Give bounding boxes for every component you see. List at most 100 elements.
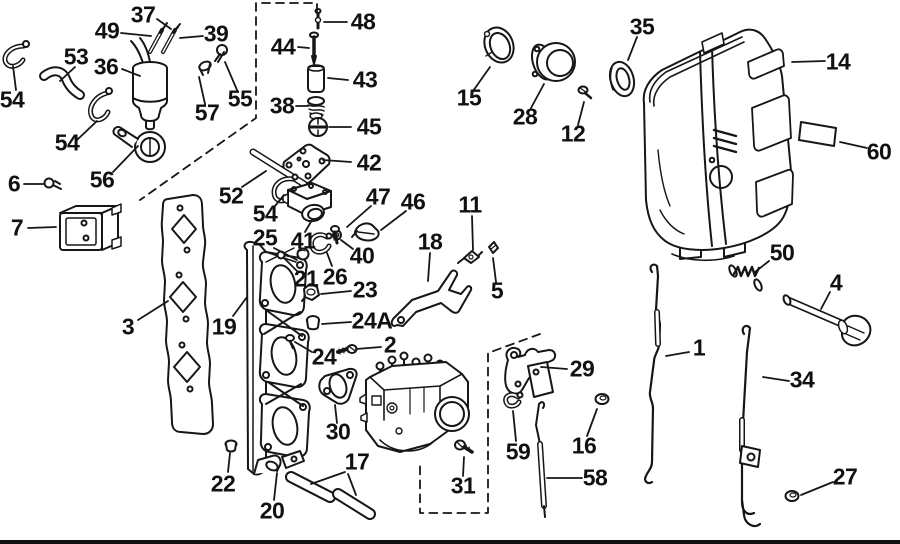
part-label-34: 34 — [789, 366, 815, 393]
part-label-55: 55 — [227, 85, 253, 112]
nut-16 — [596, 394, 609, 404]
screw-6 — [45, 179, 62, 190]
part-label-52: 52 — [218, 182, 244, 209]
part-label-42: 42 — [356, 149, 382, 176]
leader-line-35 — [628, 37, 637, 60]
part-label-53: 53 — [63, 43, 89, 70]
part-label-17: 17 — [344, 448, 370, 475]
part-label-18: 18 — [417, 228, 443, 255]
carburetor-body — [360, 353, 469, 453]
part-label-25: 25 — [252, 224, 278, 251]
leader-line-18 — [428, 253, 430, 281]
cap-nut-24A — [307, 316, 319, 329]
leader-line-21 — [284, 258, 297, 271]
leader-line-19 — [233, 297, 247, 316]
leader-line-26 — [327, 253, 332, 266]
spring-50 — [728, 264, 764, 291]
needle-valve-44 — [310, 33, 318, 65]
carburetor-kit-outline — [420, 334, 540, 513]
part-label-4: 4 — [829, 269, 843, 296]
fuel-filter-36 — [131, 38, 167, 129]
part-label-27: 27 — [832, 463, 858, 490]
part-label-47: 47 — [365, 183, 391, 210]
part-label-28: 28 — [512, 103, 538, 130]
part-label-36: 36 — [93, 53, 119, 80]
barrel-43 — [308, 65, 324, 92]
leader-line-7 — [28, 227, 56, 228]
leader-line-54 — [77, 121, 97, 140]
part-label-22: 22 — [210, 470, 236, 497]
pin-5 — [489, 242, 498, 253]
clip-11 — [458, 251, 482, 263]
leader-line-34 — [763, 377, 789, 381]
leader-line-17 — [311, 472, 345, 484]
part-label-48: 48 — [350, 8, 376, 35]
leader-line-11 — [472, 216, 473, 250]
part-label-11: 11 — [458, 191, 482, 218]
part-label-12: 12 — [560, 120, 586, 147]
bracket-29 — [505, 348, 555, 397]
leader-line-47 — [347, 206, 371, 227]
part-label-2: 2 — [383, 331, 397, 358]
leader-line-57 — [199, 77, 205, 104]
flange-gasket-30 — [319, 369, 356, 404]
nut-27 — [786, 491, 799, 501]
part-label-54: 54 — [54, 129, 80, 156]
part-label-6: 6 — [7, 170, 21, 197]
clip-59 — [506, 393, 523, 407]
leader-line-15 — [473, 67, 490, 91]
screw-12 — [579, 87, 592, 99]
leader-line-3 — [138, 301, 168, 320]
rod-58 — [536, 402, 545, 517]
bolt-24 — [286, 335, 294, 348]
cap-22 — [226, 441, 237, 452]
part-label-46: 46 — [400, 188, 426, 215]
leader-line-27 — [801, 482, 833, 495]
part-label-56: 56 — [89, 166, 115, 193]
retainer-45 — [309, 118, 327, 136]
leader-line-22 — [228, 453, 230, 472]
part-label-3: 3 — [121, 313, 135, 340]
retainer-clip-54a — [5, 41, 29, 66]
screw-31 — [455, 441, 472, 453]
fuel-hose-53 — [44, 71, 80, 95]
part-label-59: 59 — [505, 438, 531, 465]
part-label-58: 58 — [582, 464, 608, 491]
pickup-pins-37-49-39 — [150, 23, 180, 52]
link-rod-34 — [740, 326, 760, 526]
leader-line-49 — [121, 33, 151, 36]
intake-manifold-19 — [245, 242, 310, 475]
part-label-49: 49 — [94, 17, 120, 44]
leader-line-56 — [113, 146, 138, 172]
part-label-54: 54 — [252, 200, 278, 227]
leader-line-39 — [180, 36, 203, 38]
throttle-shaft-4 — [782, 294, 870, 345]
leader-line-54 — [275, 195, 284, 206]
part-label-57: 57 — [194, 99, 220, 126]
leader-line-12 — [578, 102, 584, 125]
part-label-24: 24 — [311, 343, 337, 370]
part-label-60: 60 — [866, 138, 892, 165]
bracket-18 — [392, 271, 471, 326]
ring-15 — [479, 23, 518, 67]
part-label-31: 31 — [450, 472, 476, 499]
leader-line-54 — [13, 66, 16, 90]
leader-line-52 — [242, 171, 266, 187]
image-bottom-border — [0, 540, 900, 544]
seal-35 — [606, 59, 638, 99]
part-label-50: 50 — [769, 239, 795, 266]
leader-line-24 — [295, 342, 312, 352]
leader-line-16 — [587, 409, 597, 436]
float-46 — [352, 223, 379, 240]
nut-23 — [302, 284, 319, 301]
tag-60 — [799, 122, 836, 146]
part-label-35: 35 — [629, 13, 655, 40]
part-label-37: 37 — [130, 1, 156, 28]
part-label-5: 5 — [490, 277, 504, 304]
part-label-30: 30 — [325, 418, 351, 445]
leader-line-53 — [60, 67, 75, 81]
leader-line-1 — [666, 352, 689, 356]
leader-line-41 — [305, 220, 312, 232]
